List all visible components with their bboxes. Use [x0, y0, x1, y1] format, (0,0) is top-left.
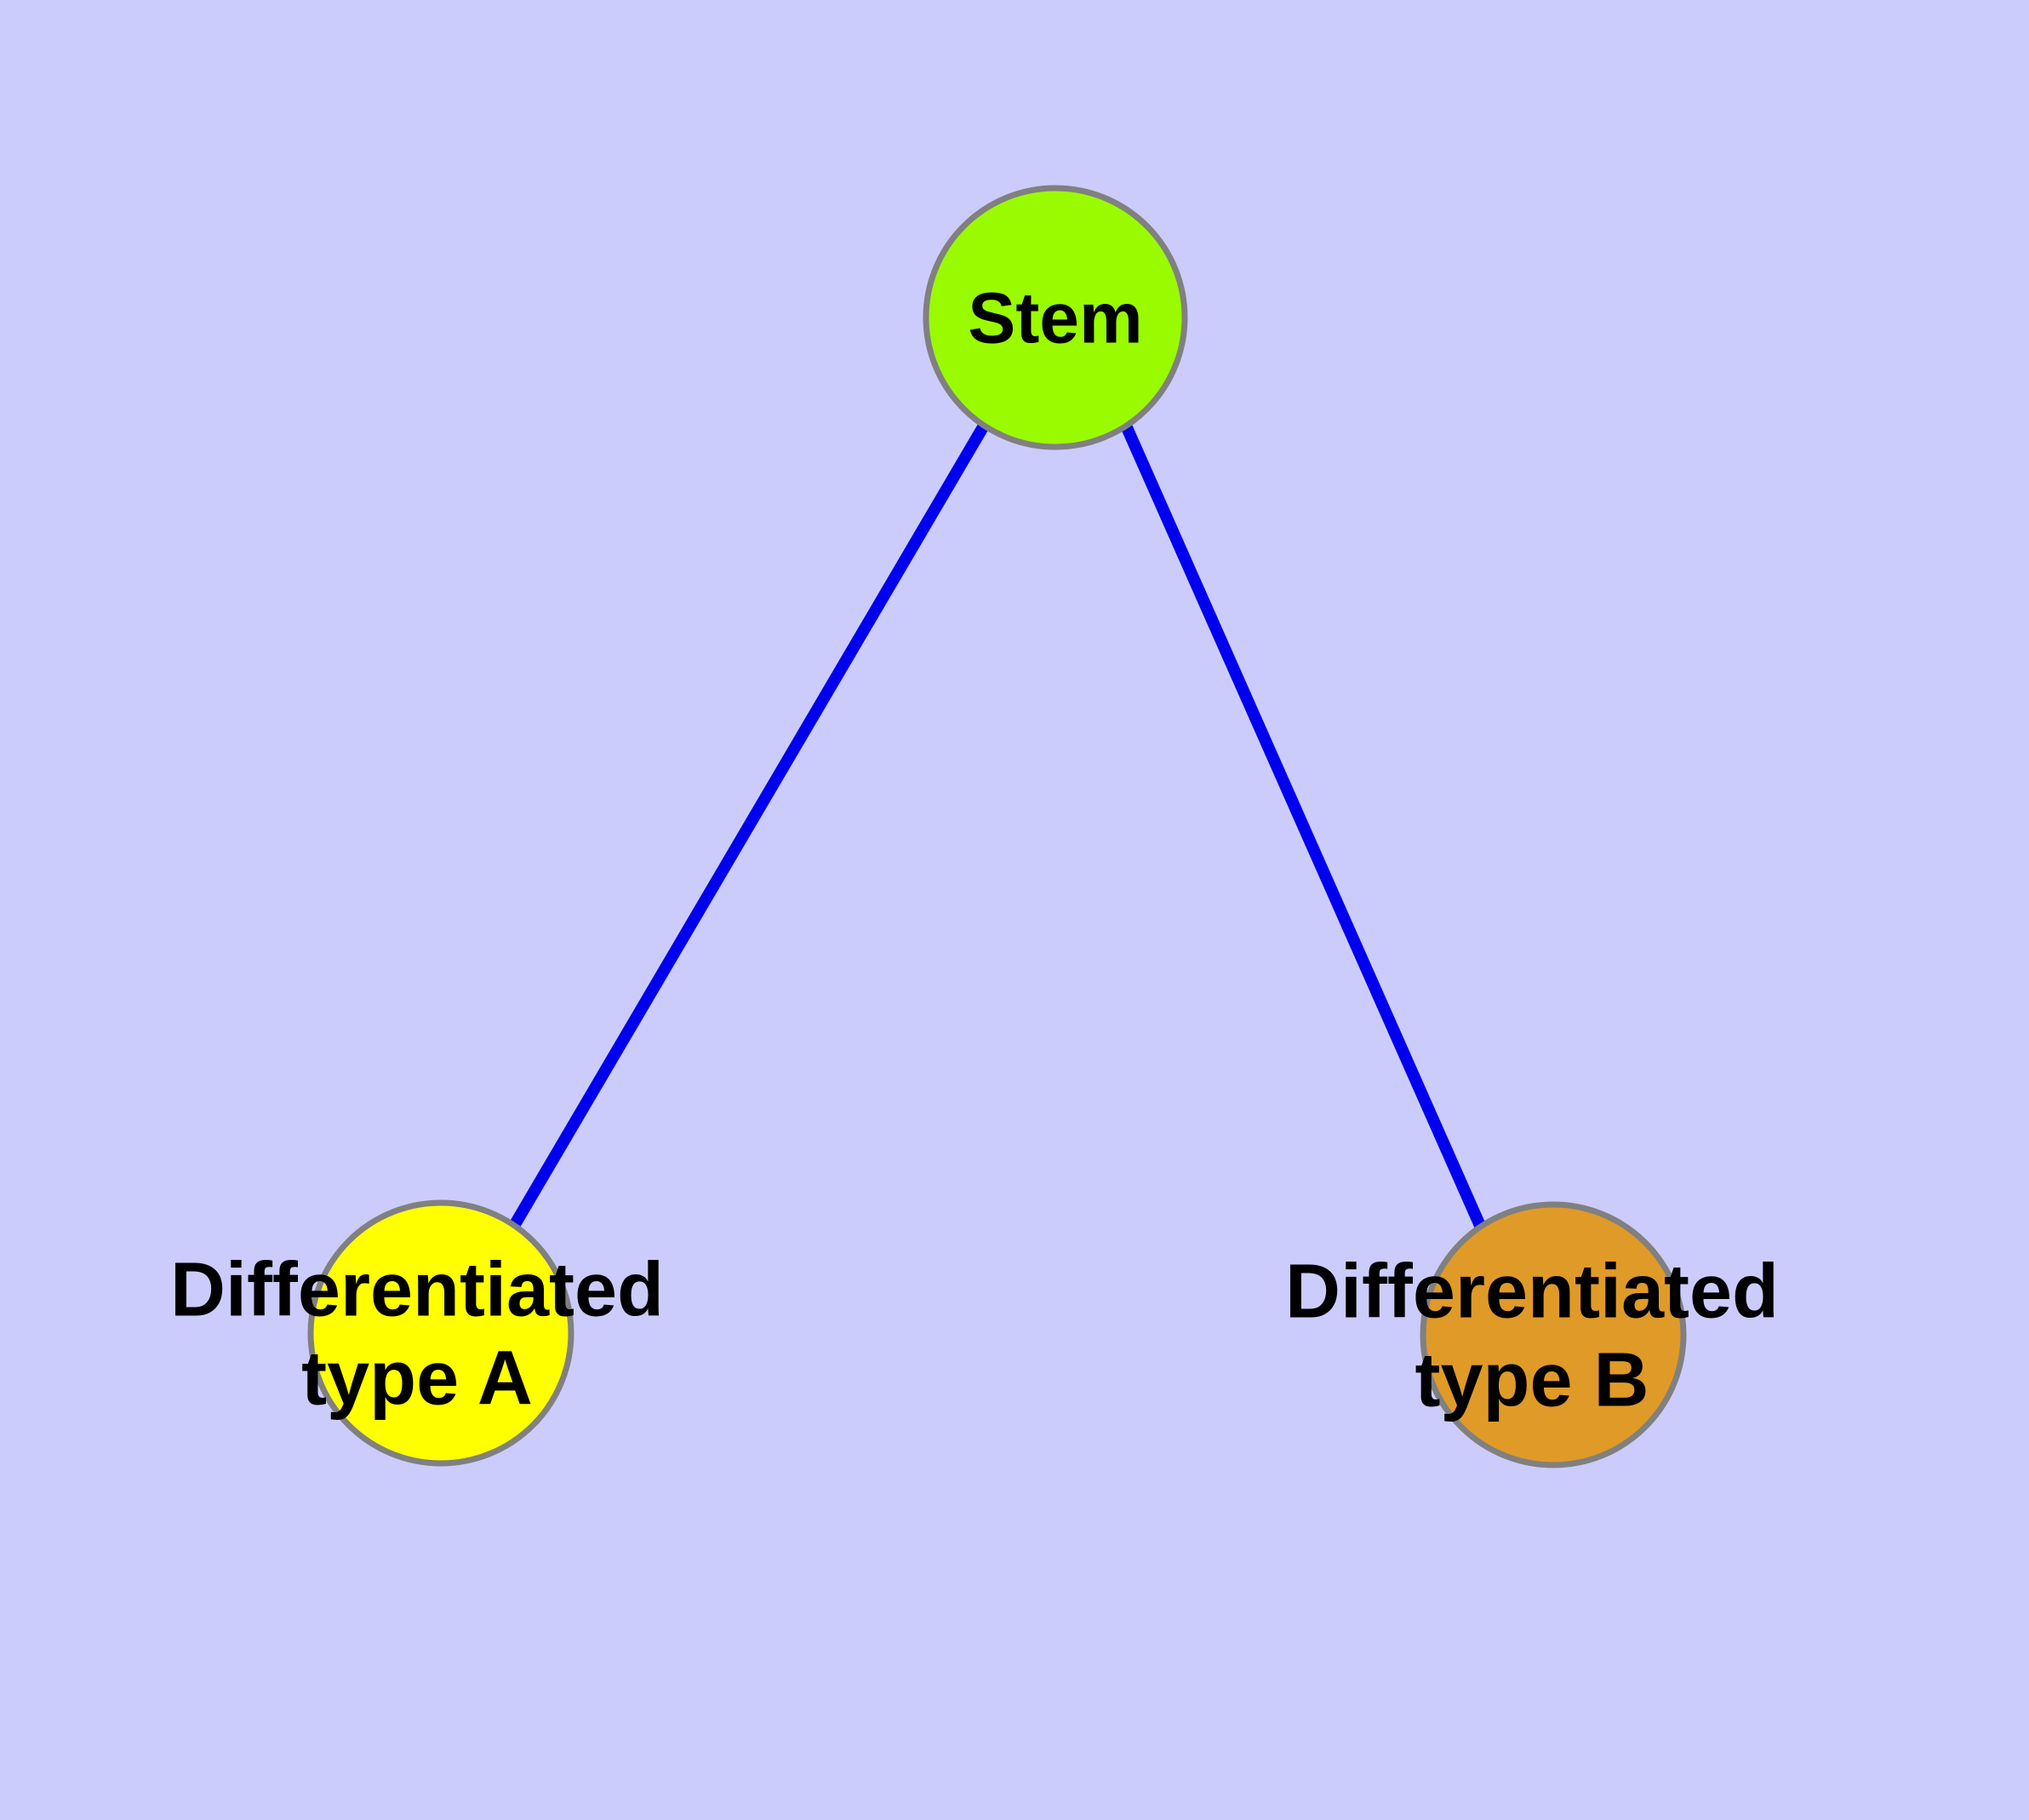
nodes-layer — [307, 185, 1687, 1468]
node-differentiated-type-a[interactable] — [307, 1199, 574, 1467]
edges-layer — [508, 422, 1487, 1230]
edge-stem-to-differentiated-type-b[interactable] — [1120, 423, 1487, 1230]
edge-stem-to-differentiated-type-a[interactable] — [508, 422, 990, 1229]
node-differentiated-type-b[interactable] — [1420, 1201, 1687, 1468]
node-stem[interactable] — [923, 185, 1188, 450]
node-label-stem: Stem — [968, 278, 1142, 358]
